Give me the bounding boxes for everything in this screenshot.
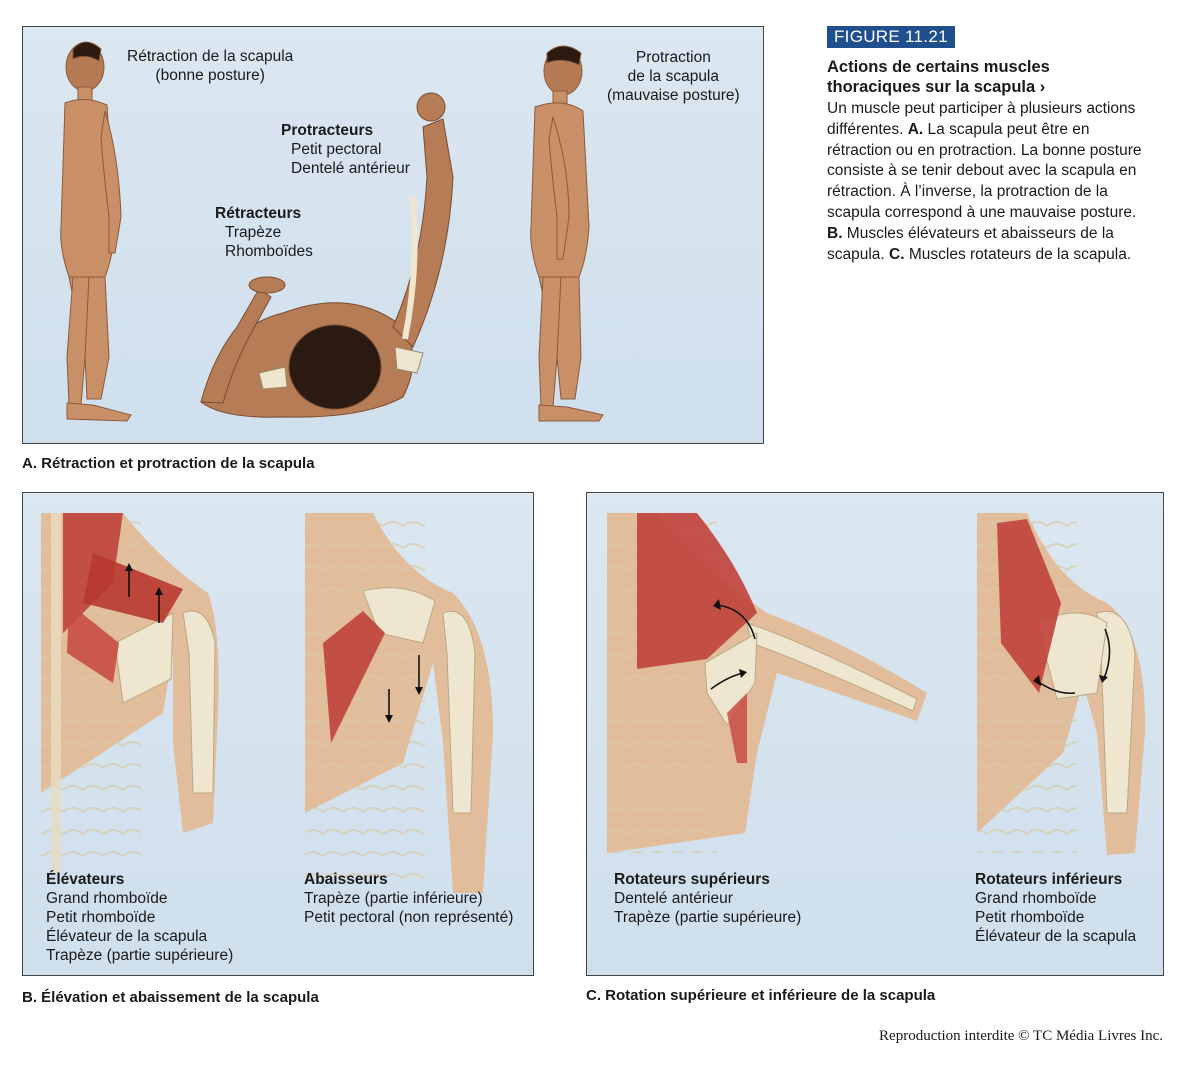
rotateurs-inferieurs-item: Élévateur de la scapula — [975, 928, 1137, 945]
abaisseurs-item: Trapèze (partie inférieure) — [304, 890, 483, 907]
front-view-depressors — [305, 513, 493, 893]
elevateurs-heading: Élévateurs — [46, 871, 125, 888]
description-text: Un muscle peut participer à plusieurs ac… — [827, 100, 1136, 138]
posture-figures-illustration — [60, 41, 604, 422]
elevateurs-item: Grand rhomboïde — [46, 890, 168, 907]
protracteurs-heading: Protracteurs — [281, 122, 374, 139]
figure-description: Un muscle peut participer à plusieurs ac… — [827, 99, 1147, 265]
elevateurs-item: Petit rhomboïde — [46, 909, 156, 926]
protraction-label-line: Protraction — [635, 49, 711, 66]
description-text: Muscles rotateurs de la scapula. — [904, 245, 1132, 263]
standing-figure-retraction — [60, 41, 132, 422]
figure-title: Actions de certains muscles thoraciques … — [827, 57, 1147, 97]
elevateurs-label: Élévateurs Grand rhomboïde Petit rhomboï… — [46, 870, 233, 965]
protraction-label-line: (mauvaise posture) — [607, 87, 740, 104]
standing-figure-protraction — [530, 45, 604, 422]
retraction-label-line: (bonne posture) — [155, 67, 265, 84]
top-view-figure — [200, 92, 454, 418]
protracteurs-item: Petit pectoral — [291, 141, 382, 158]
elevateurs-item: Élévateur de la scapula — [46, 928, 208, 945]
protracteurs-label: Protracteurs Petit pectoral Dentelé anté… — [281, 121, 410, 178]
retracteurs-item: Rhomboïdes — [225, 243, 313, 260]
rotateurs-superieurs-heading: Rotateurs supérieurs — [614, 871, 770, 888]
abaisseurs-heading: Abaisseurs — [304, 871, 388, 888]
retracteurs-heading: Rétracteurs — [215, 205, 302, 222]
description-text: Muscles élévateurs et abaisseurs de la s… — [827, 224, 1114, 263]
rotateurs-superieurs-item: Dentelé antérieur — [614, 890, 733, 907]
rotateurs-inferieurs-item: Grand rhomboïde — [975, 890, 1097, 907]
retracteurs-label: Rétracteurs Trapèze Rhomboïdes — [215, 204, 313, 261]
back-view-upward-rotation — [607, 513, 927, 853]
retracteurs-item: Trapèze — [225, 224, 282, 241]
description-marker-c: C. — [889, 245, 905, 263]
panel-c-illustration: Rotateurs supérieurs Dentelé antérieur T… — [586, 492, 1164, 976]
rotation-illustration — [607, 513, 1146, 855]
chevron-right-icon: › — [1039, 78, 1046, 96]
abaisseurs-label: Abaisseurs Trapèze (partie inférieure) P… — [304, 870, 513, 927]
rotateurs-inferieurs-heading: Rotateurs inférieurs — [975, 871, 1123, 888]
rotateurs-inferieurs-label: Rotateurs inférieurs Grand rhomboïde Pet… — [975, 870, 1136, 946]
panel-a-caption: A. Rétraction et protraction de la scapu… — [22, 455, 315, 472]
protraction-label-line: de la scapula — [627, 68, 719, 85]
copyright-notice: Reproduction interdite © TC Média Livres… — [879, 1028, 1163, 1044]
panel-b-illustration: Élévateurs Grand rhomboïde Petit rhomboï… — [22, 492, 534, 976]
panel-c-caption: C. Rotation supérieure et inférieure de … — [586, 987, 936, 1004]
back-view-downward-rotation — [977, 513, 1146, 855]
back-view-elevators — [41, 513, 219, 873]
rotateurs-inferieurs-item: Petit rhomboïde — [975, 909, 1085, 926]
rotateurs-superieurs-label: Rotateurs supérieurs Dentelé antérieur T… — [614, 870, 801, 927]
panel-b-caption: B. Élévation et abaissement de la scapul… — [22, 989, 319, 1006]
description-marker-b: B. — [827, 224, 843, 242]
protraction-label: Protraction de la scapula (mauvaise post… — [607, 48, 740, 105]
figure-title-text: Actions de certains muscles thoraciques … — [827, 58, 1050, 96]
figure-number-badge: FIGURE 11.21 — [827, 26, 955, 48]
panel-a-illustration: Rétraction de la scapula (bonne posture)… — [22, 26, 764, 444]
elevation-depression-illustration — [41, 513, 493, 893]
retraction-label: Rétraction de la scapula (bonne posture) — [127, 47, 293, 85]
rotateurs-superieurs-item: Trapèze (partie supérieure) — [614, 909, 802, 926]
protracteurs-item: Dentelé antérieur — [291, 160, 410, 177]
abaisseurs-item: Petit pectoral (non représenté) — [304, 909, 514, 926]
description-text: La scapula peut être en rétraction ou en… — [827, 120, 1142, 221]
description-marker-a: A. — [907, 120, 924, 138]
retraction-label-line: Rétraction de la scapula — [127, 48, 294, 65]
elevateurs-item: Trapèze (partie supérieure) — [46, 947, 234, 964]
